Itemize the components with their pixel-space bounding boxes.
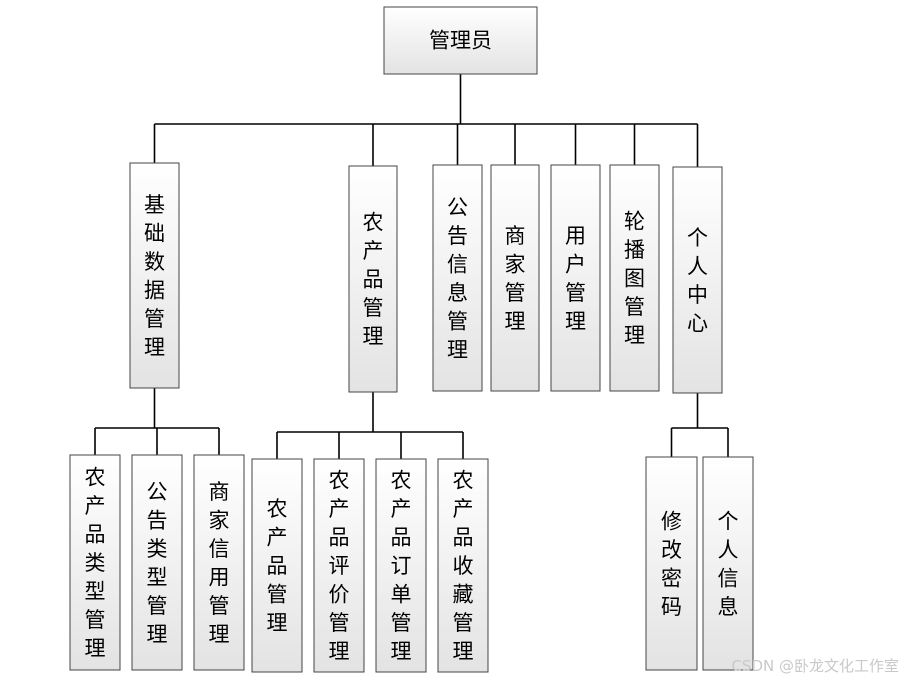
node-product-mgmt: 农产品管理 bbox=[251, 458, 303, 673]
node-merchant-credit-box bbox=[193, 454, 245, 671]
node-product-favorite-label: 农产品收藏管理 bbox=[453, 469, 474, 664]
node-personal-box bbox=[672, 166, 723, 394]
node-basic-box bbox=[129, 162, 180, 389]
node-product: 农产品管理 bbox=[348, 165, 398, 393]
node-notice-type-box bbox=[131, 454, 183, 671]
node-carousel-label: 轮播图管理 bbox=[624, 210, 645, 348]
node-notice: 公告信息管理 bbox=[432, 164, 483, 392]
node-personal-info-label: 个人信息 bbox=[718, 509, 739, 619]
node-product-review-label: 农产品评价管理 bbox=[329, 469, 350, 664]
node-personal: 个人中心 bbox=[672, 166, 723, 394]
node-merchant-box bbox=[490, 164, 540, 392]
connector-lines bbox=[94, 74, 729, 459]
node-personal-info: 个人信息 bbox=[702, 456, 754, 671]
node-product-order-label: 农产品订单管理 bbox=[391, 469, 412, 664]
node-product-mgmt-label: 农产品管理 bbox=[267, 497, 288, 635]
watermark: CSDN @卧龙文化工作室 bbox=[731, 657, 899, 675]
node-product-order-box bbox=[375, 458, 427, 673]
root-node-box bbox=[383, 6, 538, 75]
node-merchant: 商家管理 bbox=[490, 164, 540, 392]
node-product-type: 农产品类型管理 bbox=[69, 454, 121, 671]
node-user: 用户管理 bbox=[550, 164, 601, 392]
node-carousel: 轮播图管理 bbox=[609, 164, 660, 392]
node-notice-label: 公告信息管理 bbox=[447, 195, 468, 362]
node-personal-info-box bbox=[702, 456, 754, 671]
node-merchant-credit-label: 商家信用管理 bbox=[209, 480, 230, 647]
node-user-label: 用户管理 bbox=[565, 224, 586, 334]
node-product-review: 农产品评价管理 bbox=[313, 458, 365, 673]
node-product-label: 农产品管理 bbox=[363, 211, 384, 349]
node-product-type-label: 农产品类型管理 bbox=[85, 466, 106, 661]
node-product-review-box bbox=[313, 458, 365, 673]
node-merchant-label: 商家管理 bbox=[505, 224, 526, 334]
root-node-label: 管理员 bbox=[429, 29, 492, 53]
node-basic: 基础数据管理 bbox=[129, 162, 180, 389]
node-product-favorite: 农产品收藏管理 bbox=[437, 458, 489, 673]
node-notice-type-label: 公告类型管理 bbox=[147, 480, 168, 647]
node-product-type-box bbox=[69, 454, 121, 671]
node-change-password-label: 修改密码 bbox=[661, 509, 682, 619]
node-change-password: 修改密码 bbox=[645, 456, 698, 671]
node-change-password-box bbox=[645, 456, 698, 671]
node-product-mgmt-box bbox=[251, 458, 303, 673]
node-personal-label: 个人中心 bbox=[687, 226, 708, 336]
node-product-order: 农产品订单管理 bbox=[375, 458, 427, 673]
node-merchant-credit: 商家信用管理 bbox=[193, 454, 245, 671]
root-node: 管理员 bbox=[383, 6, 538, 75]
node-basic-label: 基础数据管理 bbox=[144, 193, 165, 360]
node-product-favorite-box bbox=[437, 458, 489, 673]
node-notice-type: 公告类型管理 bbox=[131, 454, 183, 671]
node-user-box bbox=[550, 164, 601, 392]
node-product-box bbox=[348, 165, 398, 393]
chart-nodes: 管理员基础数据管理农产品管理公告信息管理商家管理用户管理轮播图管理个人中心农产品… bbox=[69, 6, 754, 673]
node-carousel-box bbox=[609, 164, 660, 392]
node-notice-box bbox=[432, 164, 483, 392]
